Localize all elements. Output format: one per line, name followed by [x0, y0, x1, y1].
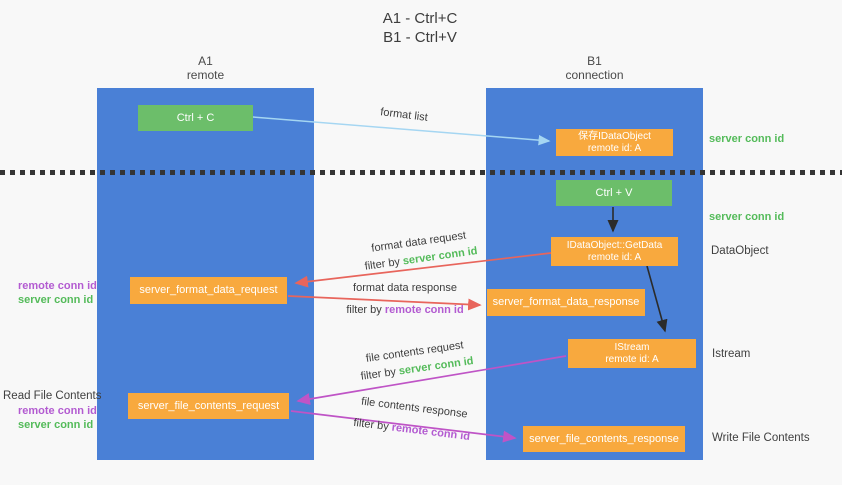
lane-header-b1: B1 connection	[486, 54, 703, 82]
filter-by-prefix: filter by	[346, 304, 385, 316]
label-server-conn-id-mid: server conn id	[709, 211, 785, 223]
server-conn-id-label-2: server conn id	[18, 419, 94, 431]
node-server-file-contents-response: server_file_contents_response	[523, 426, 685, 452]
node-ctrl-v-label: Ctrl + V	[595, 186, 633, 199]
node-istream-line-1: IStream	[614, 341, 650, 353]
node-istream-line-2: remote id: A	[605, 353, 659, 365]
arrow-label-format-data-request: format data request filter by server con…	[350, 225, 489, 278]
node-server-format-data-request: server_format_data_request	[130, 277, 287, 304]
node-getdata-line-1: IDataObject::GetData	[566, 239, 663, 251]
filter-by-prefix: filter by	[352, 416, 393, 434]
node-getdata-line-2: remote id: A	[587, 251, 642, 263]
lane-a1-role: remote	[186, 68, 225, 82]
node-file-resp-label: server_file_contents_response	[529, 432, 679, 445]
format-data-response-text: format data response	[353, 282, 457, 294]
filter-by-prefix: filter by	[359, 365, 400, 383]
arrow-label-format-list: format list	[379, 106, 429, 124]
node-format-req-label: server_format_data_request	[139, 284, 278, 296]
label-write-file-contents: Write File Contents	[712, 432, 810, 444]
node-ctrl-c: Ctrl + C	[138, 105, 253, 131]
title-line-2: B1 - Ctrl+V	[383, 29, 457, 46]
session-divider-dotted-line	[0, 170, 842, 175]
label-istream: Istream	[712, 348, 751, 360]
node-ctrl-v: Ctrl + V	[556, 180, 672, 206]
lane-b1-role: connection	[565, 68, 624, 82]
node-save-line-2: remote id: A	[587, 142, 642, 154]
node-save-idataobject: 保存IDataObject remote id: A	[556, 129, 673, 156]
server-conn-id-label-1: server conn id	[18, 294, 94, 306]
label-read-file-contents: Read File Contents	[3, 390, 102, 402]
label-server-conn-id-top: server conn id	[709, 133, 785, 145]
remote-conn-id-label-2: remote conn id	[18, 405, 97, 417]
filter-remote-conn-id: remote conn id	[390, 421, 471, 444]
node-file-req-label: server_file_contents_request	[137, 399, 280, 412]
conn-ids-format: remote conn id server conn id	[18, 279, 97, 307]
node-server-file-contents-request: server_file_contents_request	[128, 393, 289, 419]
lane-b1-name: B1	[587, 54, 602, 68]
arrow-label-file-contents-request: file contents request filter by server c…	[348, 335, 483, 387]
lane-header-a1: A1 remote	[97, 54, 314, 82]
arrow-label-file-contents-response: file contents response filter by remote …	[343, 394, 482, 445]
node-format-resp-label: server_format_data_response	[492, 296, 640, 308]
arrow-label-format-data-response: format data response filter by remote co…	[338, 282, 472, 317]
lane-a1-name: A1	[198, 54, 213, 68]
node-idataobject-getdata: IDataObject::GetData remote id: A	[551, 237, 678, 266]
remote-conn-id-label-1: remote conn id	[18, 280, 97, 292]
node-ctrl-c-label: Ctrl + C	[176, 111, 215, 124]
filter-remote-conn-id: remote conn id	[384, 304, 464, 316]
node-save-line-1: 保存IDataObject	[578, 130, 651, 142]
format-data-response-filter: filter by remote conn id	[338, 304, 472, 317]
conn-ids-file: remote conn id server conn id	[18, 404, 97, 432]
node-istream: IStream remote id: A	[568, 339, 696, 368]
label-dataobject: DataObject	[711, 245, 769, 257]
filter-by-prefix: filter by	[363, 255, 404, 273]
node-server-format-data-response: server_format_data_response	[487, 289, 645, 316]
diagram-title: A1 - Ctrl+C B1 - Ctrl+V	[300, 9, 540, 47]
title-line-1: A1 - Ctrl+C	[382, 10, 458, 27]
